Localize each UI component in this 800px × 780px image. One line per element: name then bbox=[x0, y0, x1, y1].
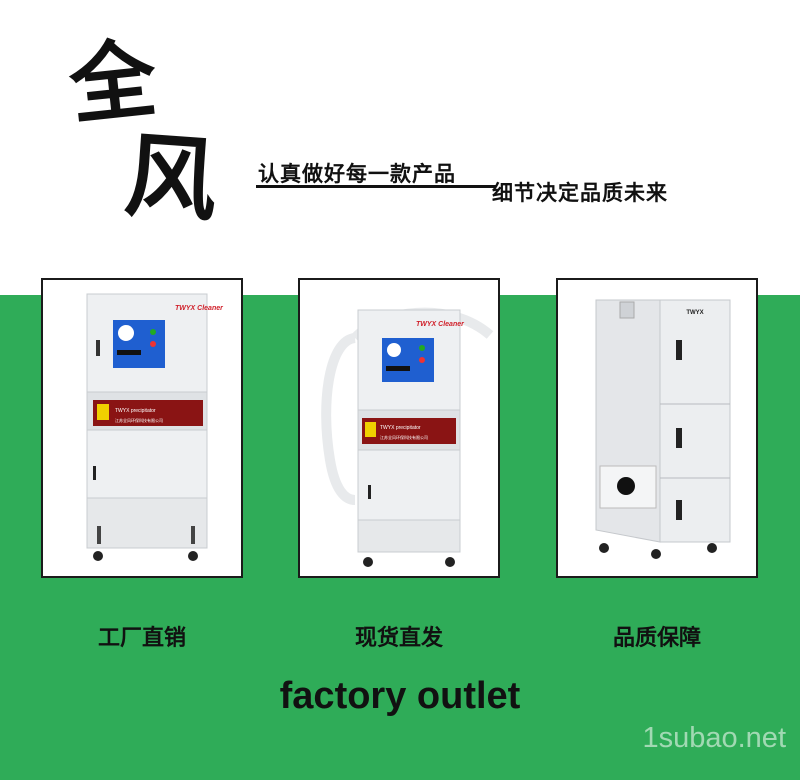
brand-char-1: 全 bbox=[64, 27, 161, 138]
logo-text: TWYX bbox=[686, 310, 703, 316]
slogan-underline bbox=[256, 185, 496, 188]
brand-char-2: 风 bbox=[121, 120, 221, 236]
product-image-1: TWYX Cleaner TWYX precipitator 江苏全风环保科技有… bbox=[43, 280, 241, 576]
slogan-line-2: 细节决定品质未来 bbox=[492, 181, 668, 205]
band-text: TWYX precipitator bbox=[380, 425, 421, 431]
product-card-1[interactable]: TWYX Cleaner TWYX precipitator 江苏全风环保科技有… bbox=[41, 278, 243, 578]
product-card-2[interactable]: TWYX Cleaner TWYX precipitator 江苏全风环保科技有… bbox=[298, 278, 500, 578]
tagline: factory outlet bbox=[279, 675, 521, 717]
product-card-3[interactable]: TWYX bbox=[556, 278, 758, 578]
product-image-3: TWYX bbox=[558, 280, 756, 576]
slogan-line-1: 认真做好每一款产品 bbox=[258, 162, 456, 186]
header-area bbox=[0, 0, 800, 295]
maker-text: 江苏全风环保科技有限公司 bbox=[380, 434, 428, 440]
product-label-1: 工厂直销 bbox=[97, 626, 186, 651]
product-image-2: TWYX Cleaner TWYX precipitator 江苏全风环保科技有… bbox=[300, 280, 498, 576]
product-label-3: 品质保障 bbox=[612, 626, 701, 651]
watermark: 1subao.net bbox=[642, 722, 786, 754]
logo-text: TWYX Cleaner bbox=[175, 305, 224, 312]
maker-text: 江苏全风环保科技有限公司 bbox=[115, 417, 163, 423]
product-label-2: 现货直发 bbox=[354, 626, 443, 651]
band-text: TWYX precipitator bbox=[115, 408, 156, 414]
logo-text: TWYX Cleaner bbox=[416, 321, 465, 328]
